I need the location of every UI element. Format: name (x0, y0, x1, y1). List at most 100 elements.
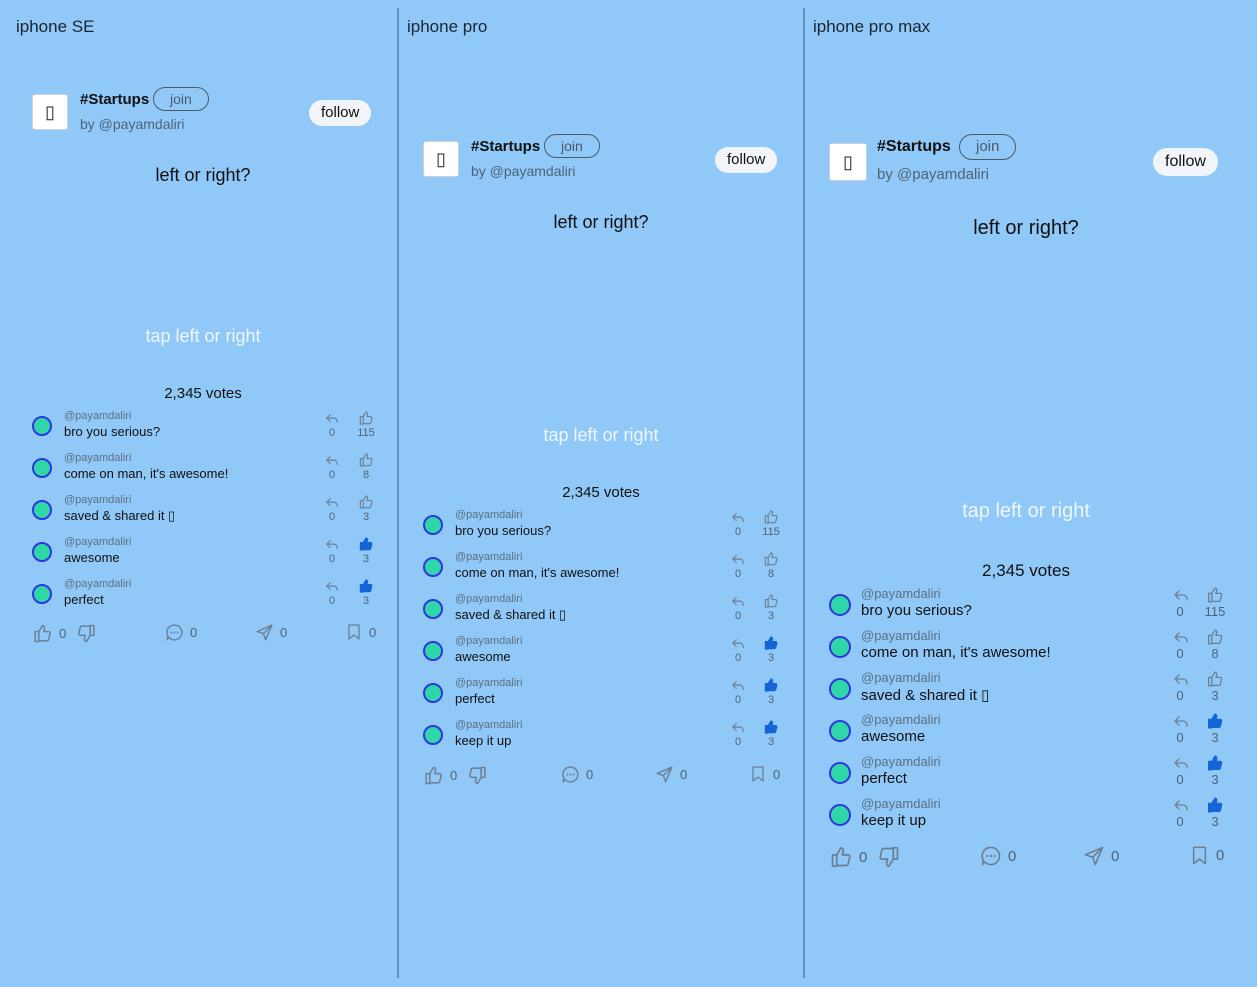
comment-reply-button[interactable]: 0 (731, 595, 745, 622)
community-tag[interactable]: #Startups (80, 91, 150, 108)
author-byline[interactable]: by @payamdaliri (80, 116, 185, 132)
commenter-username[interactable]: @payamdaliri (455, 593, 523, 605)
commenter-avatar[interactable] (423, 557, 443, 577)
community-avatar[interactable]: ▯ (32, 94, 68, 130)
community-tag[interactable]: #Startups (471, 138, 541, 155)
commenter-username[interactable]: @payamdaliri (64, 536, 132, 548)
commenter-avatar[interactable] (829, 678, 851, 700)
comment-like-button[interactable]: 3 (760, 677, 782, 706)
share-action[interactable]: 0 (255, 623, 287, 642)
commenter-avatar[interactable] (32, 542, 52, 562)
like-action[interactable]: 0 (423, 765, 488, 786)
comment-reply-button[interactable]: 0 (1173, 588, 1188, 619)
commenter-avatar[interactable] (423, 515, 443, 535)
commenter-avatar[interactable] (32, 500, 52, 520)
commenter-username[interactable]: @payamdaliri (455, 635, 523, 647)
comment-reply-button[interactable]: 0 (731, 637, 745, 664)
commenter-avatar[interactable] (423, 683, 443, 703)
comment-like-button[interactable]: 3 (1204, 796, 1226, 829)
commenter-avatar[interactable] (423, 641, 443, 661)
join-button[interactable]: join (153, 87, 209, 111)
save-action[interactable]: 0 (749, 765, 780, 783)
comment-reply-button[interactable]: 0 (1173, 756, 1188, 787)
thumbs-down-icon[interactable] (76, 623, 97, 644)
commenter-avatar[interactable] (423, 725, 443, 745)
comment-reply-button[interactable]: 0 (1173, 798, 1188, 829)
commenter-avatar[interactable] (32, 416, 52, 436)
comment-reply-button[interactable]: 0 (325, 580, 339, 607)
commenter-avatar[interactable] (32, 458, 52, 478)
thumbs-down-icon[interactable] (877, 845, 901, 869)
like-action[interactable]: 0 (32, 623, 97, 644)
comment-like-button[interactable]: 3 (1204, 754, 1226, 787)
comment-like-button[interactable]: 3 (1204, 670, 1226, 703)
comment-like-button[interactable]: 3 (760, 635, 782, 664)
thumbs-down-icon[interactable] (467, 765, 488, 786)
commenter-username[interactable]: @payamdaliri (861, 670, 941, 685)
comment-like-button[interactable]: 3 (760, 593, 782, 622)
comment-action[interactable]: 0 (980, 845, 1016, 867)
follow-button[interactable]: follow (309, 100, 372, 126)
commenter-username[interactable]: @payamdaliri (861, 754, 941, 769)
join-button[interactable]: join (544, 134, 600, 158)
commenter-avatar[interactable] (829, 636, 851, 658)
comment-like-button[interactable]: 8 (1204, 628, 1226, 661)
tap-hint[interactable]: tap left or right (962, 500, 1090, 522)
comment-reply-button[interactable]: 0 (325, 454, 339, 481)
comment-like-button[interactable]: 115 (355, 410, 377, 439)
commenter-avatar[interactable] (32, 584, 52, 604)
comment-action[interactable]: 0 (165, 623, 197, 642)
comment-like-button[interactable]: 3 (1204, 712, 1226, 745)
share-action[interactable]: 0 (655, 765, 687, 784)
comment-like-button[interactable]: 8 (355, 452, 377, 481)
community-avatar[interactable]: ▯ (423, 141, 459, 177)
commenter-username[interactable]: @payamdaliri (64, 578, 132, 590)
thumbs-up-icon[interactable] (32, 623, 53, 644)
commenter-username[interactable]: @payamdaliri (455, 509, 523, 521)
commenter-username[interactable]: @payamdaliri (455, 677, 523, 689)
comment-like-button[interactable]: 8 (760, 551, 782, 580)
author-byline[interactable]: by @payamdaliri (877, 166, 989, 183)
follow-button[interactable]: follow (715, 147, 778, 173)
commenter-username[interactable]: @payamdaliri (455, 551, 523, 563)
thumbs-up-icon[interactable] (829, 845, 853, 869)
commenter-username[interactable]: @payamdaliri (64, 410, 132, 422)
comment-reply-button[interactable]: 0 (731, 721, 745, 748)
commenter-username[interactable]: @payamdaliri (64, 452, 132, 464)
comment-reply-button[interactable]: 0 (325, 538, 339, 565)
comment-reply-button[interactable]: 0 (325, 412, 339, 439)
comment-like-button[interactable]: 3 (355, 578, 377, 607)
comment-action[interactable]: 0 (561, 765, 593, 784)
commenter-avatar[interactable] (829, 804, 851, 826)
commenter-username[interactable]: @payamdaliri (861, 796, 941, 811)
commenter-avatar[interactable] (829, 762, 851, 784)
save-action[interactable]: 0 (1189, 845, 1224, 866)
commenter-username[interactable]: @payamdaliri (455, 719, 523, 731)
tap-hint[interactable]: tap left or right (543, 425, 659, 445)
community-tag[interactable]: #Startups (877, 138, 951, 155)
comment-like-button[interactable]: 3 (760, 719, 782, 748)
commenter-username[interactable]: @payamdaliri (861, 712, 941, 727)
thumbs-up-icon[interactable] (423, 765, 444, 786)
comment-reply-button[interactable]: 0 (1173, 672, 1188, 703)
comment-like-button[interactable]: 3 (355, 494, 377, 523)
tap-hint[interactable]: tap left or right (145, 326, 261, 346)
comment-reply-button[interactable]: 0 (731, 553, 745, 580)
comment-reply-button[interactable]: 0 (1173, 714, 1188, 745)
save-action[interactable]: 0 (345, 623, 376, 641)
share-action[interactable]: 0 (1083, 845, 1119, 867)
author-byline[interactable]: by @payamdaliri (471, 163, 576, 179)
comment-like-button[interactable]: 115 (1204, 586, 1226, 619)
comment-reply-button[interactable]: 0 (1173, 630, 1188, 661)
comment-reply-button[interactable]: 0 (325, 496, 339, 523)
commenter-username[interactable]: @payamdaliri (861, 586, 941, 601)
commenter-username[interactable]: @payamdaliri (861, 628, 941, 643)
commenter-avatar[interactable] (423, 599, 443, 619)
follow-button[interactable]: follow (1153, 148, 1218, 176)
join-button[interactable]: join (959, 134, 1017, 160)
commenter-avatar[interactable] (829, 594, 851, 616)
commenter-avatar[interactable] (829, 720, 851, 742)
comment-reply-button[interactable]: 0 (731, 511, 745, 538)
like-action[interactable]: 0 (829, 845, 901, 869)
comment-reply-button[interactable]: 0 (731, 679, 745, 706)
